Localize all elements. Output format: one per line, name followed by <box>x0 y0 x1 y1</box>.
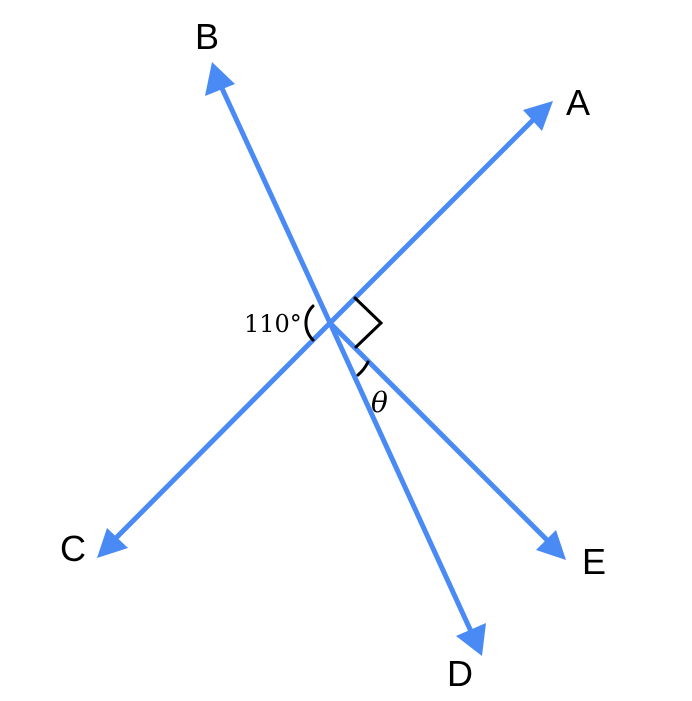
point-label-d: D <box>447 653 473 694</box>
ray-c <box>110 320 333 544</box>
point-label-e: E <box>582 541 606 582</box>
ray-d <box>327 320 477 641</box>
angle-arc-110 <box>304 304 315 342</box>
right-angle-marker <box>353 296 384 349</box>
point-label-b: B <box>195 16 219 57</box>
angle-arc-theta <box>356 360 370 377</box>
arrowhead-c <box>97 528 128 558</box>
ray-e <box>327 320 553 546</box>
point-label-c: C <box>60 528 86 569</box>
ray-a <box>327 114 539 326</box>
arrowhead-a <box>523 101 553 131</box>
angle-label-110: 110° <box>244 310 302 338</box>
angle-label-theta: θ <box>371 386 388 419</box>
arrowhead-e <box>536 530 566 560</box>
point-label-a: A <box>566 82 590 123</box>
arrowhead-b <box>205 62 235 96</box>
arrowhead-d <box>456 623 486 656</box>
ray-b <box>217 81 333 326</box>
